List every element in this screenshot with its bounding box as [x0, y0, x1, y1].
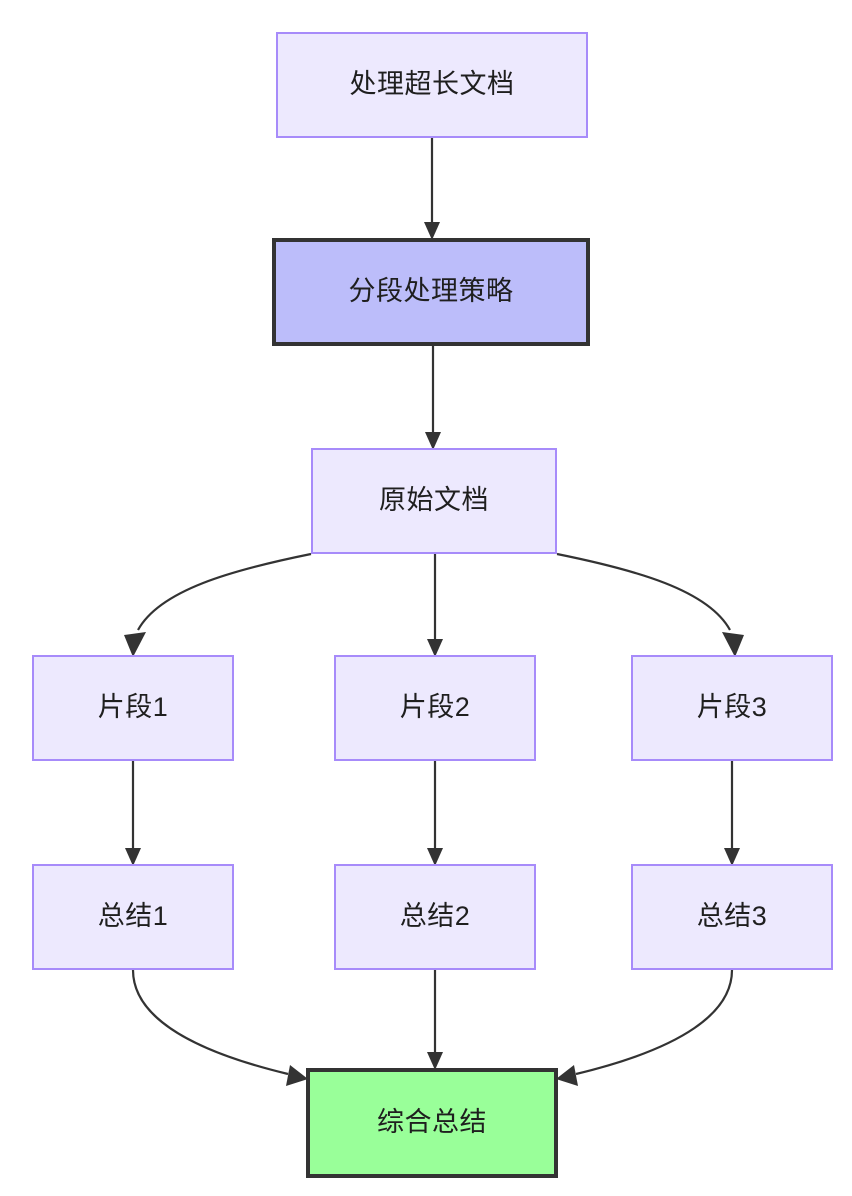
edge-chunk1-to-sum1: [125, 761, 141, 866]
node-process-long-document[interactable]: 处理超长文档: [276, 32, 588, 138]
node-label: 综合总结: [377, 1107, 487, 1138]
node-label: 片段2: [399, 692, 471, 723]
node-summary-3[interactable]: 总结3: [631, 864, 833, 970]
node-chunk-1[interactable]: 片段1: [32, 655, 234, 761]
node-label: 总结1: [97, 901, 169, 932]
node-summary-1[interactable]: 总结1: [32, 864, 234, 970]
edge-chunk3-to-sum3: [724, 761, 740, 866]
edge-sum1-to-final: [131, 969, 308, 1086]
edge-sum3-to-final: [556, 969, 734, 1086]
edge-strategy-to-source: [425, 346, 441, 450]
node-label: 片段1: [97, 692, 169, 723]
node-chunk-2[interactable]: 片段2: [334, 655, 536, 761]
node-label: 总结2: [399, 901, 471, 932]
node-source-document[interactable]: 原始文档: [311, 448, 557, 554]
edge-source-to-chunk1: [124, 552, 312, 657]
node-summary-2[interactable]: 总结2: [334, 864, 536, 970]
node-label: 片段3: [696, 692, 768, 723]
edge-doc-to-strategy: [424, 138, 440, 240]
node-label: 处理超长文档: [349, 69, 515, 100]
node-chunk-3[interactable]: 片段3: [631, 655, 833, 761]
edge-chunk2-to-sum2: [427, 761, 443, 866]
edge-source-to-chunk3: [556, 552, 744, 657]
node-label: 总结3: [696, 901, 768, 932]
node-label: 原始文档: [379, 485, 489, 516]
node-chunking-strategy[interactable]: 分段处理策略: [272, 238, 590, 346]
node-label: 分段处理策略: [348, 276, 514, 307]
edge-sum2-to-final: [427, 970, 443, 1070]
node-combined-summary[interactable]: 综合总结: [306, 1068, 558, 1178]
edge-source-to-chunk2: [427, 554, 443, 657]
